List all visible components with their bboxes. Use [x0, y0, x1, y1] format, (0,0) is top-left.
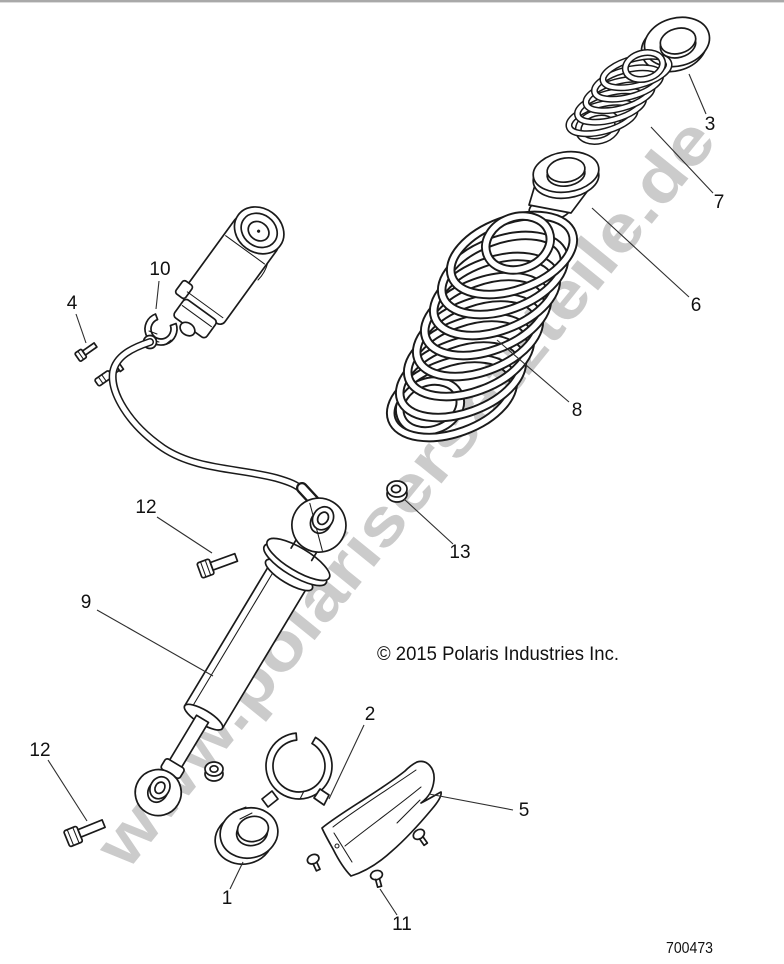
callout-5: 5	[519, 800, 530, 821]
callout-12-lower: 12	[29, 740, 50, 761]
callout-4: 4	[67, 293, 78, 314]
callout-8: 8	[572, 400, 583, 421]
callout-7: 7	[714, 192, 725, 213]
retainer-clamp-2	[261, 732, 333, 808]
callout-10: 10	[149, 259, 170, 280]
leader-lines	[47, 73, 714, 916]
callout-1: 1	[222, 888, 233, 909]
part-number: 700473	[666, 940, 713, 957]
callout-labels: 3 7 6 8 10 4 13 12 9 12 1 2 5 11	[29, 114, 724, 935]
callout-3: 3	[705, 114, 716, 135]
bolt-12-upper	[196, 552, 239, 579]
callout-6: 6	[691, 295, 702, 316]
callout-11: 11	[392, 914, 412, 935]
main-spring-8	[385, 210, 579, 443]
callout-9: 9	[81, 592, 92, 613]
callout-12-upper: 12	[135, 497, 156, 518]
reservoir	[173, 206, 285, 339]
shock-guard-5	[321, 760, 442, 877]
bushing-6	[528, 150, 600, 222]
remote-hose	[108, 334, 320, 507]
spring-retainer-1	[214, 806, 279, 866]
flange-nut-small	[204, 761, 224, 782]
bolt-12-lower	[63, 819, 106, 848]
callout-2: 2	[365, 704, 376, 725]
callout-13: 13	[449, 542, 470, 563]
guard-screws-11	[306, 828, 429, 889]
copyright-text: © 2015 Polaris Industries Inc.	[377, 644, 619, 665]
upper-spring-7	[565, 49, 673, 145]
shock-absorber-9	[134, 497, 347, 817]
flange-nut-13	[386, 480, 408, 503]
top-border	[0, 0, 784, 3]
